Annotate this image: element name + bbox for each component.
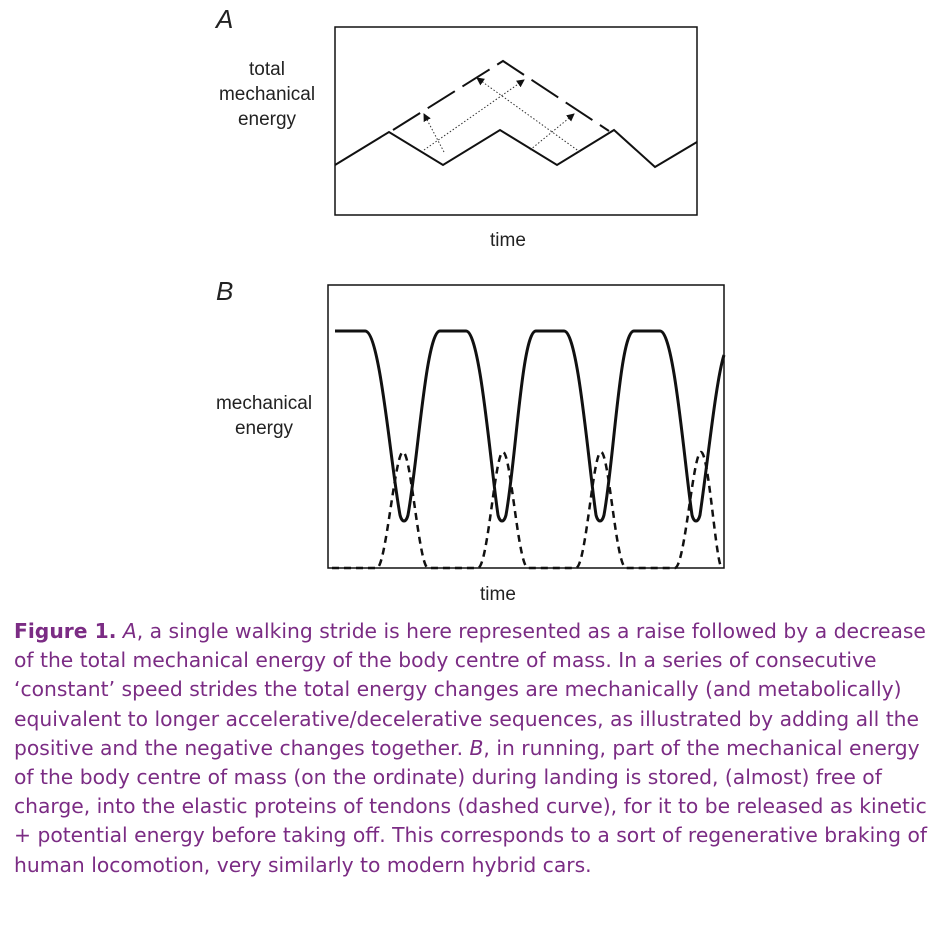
panel-b-frame [327,284,725,569]
panel-b-y-label: mechanical energy [215,393,313,439]
arrow-3 [476,77,581,153]
panel-a-frame [334,26,698,216]
diagram-figure [327,26,726,570]
arrow-2 [423,79,525,151]
arrow-1 [423,113,445,153]
panel-a-letter: A [216,4,234,34]
caption-b-letter: B [469,735,484,760]
panel-a-summed-line [392,59,610,132]
panel-b-letter: B [216,276,234,306]
arrow-4 [529,113,575,151]
panel-b-tendon-curves [332,450,724,570]
caption-a-letter: A [122,619,137,643]
caption-b-text: , in running, part of the mechanical ene… [14,735,928,877]
panel-a-arrows [423,77,581,153]
panel-a-stride-line [334,128,698,169]
panel-b-energy-curve [335,329,726,523]
panel-a-y-label: total mechanical energy [218,59,316,130]
figure-caption: Figure 1. A, a single walking stride is … [14,617,938,880]
tendon-curve [332,450,724,570]
caption-a-text: , a single walking stride is here repres… [14,619,926,760]
panel-a-x-label: time [490,230,526,251]
panel-b-x-label: time [480,584,516,605]
caption-lead: Figure 1. [14,619,117,643]
